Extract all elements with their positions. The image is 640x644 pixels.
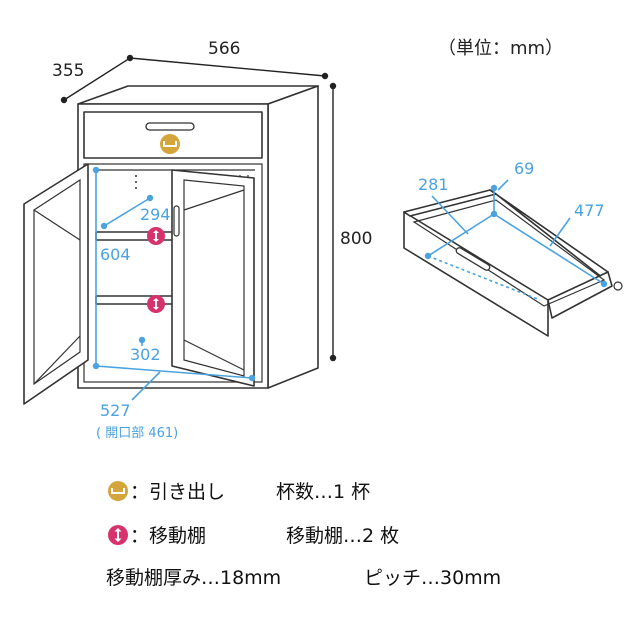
shelf-marker-icon-1 [147,227,165,245]
depth-dimension: 355 [52,61,84,81]
height-dimension: 800 [340,229,372,249]
drawer-dimension-lines [424,179,608,288]
unit-label: （単位：mm） [438,38,563,59]
legend: ：引き出し 杯数…1 杯 ：移動棚 移動棚…2 枚 移動棚厚み…18mm ピッチ… [106,481,501,589]
drawer-count-text: 杯数…1 杯 [276,481,370,503]
inner-height-dimension: 604 [100,245,131,264]
top-dimension-lines [60,54,337,362]
drawer-marker-icon [160,134,180,154]
inner-shelf-width-dimension: 302 [130,345,161,364]
shelf-count-text: 移動棚…2 枚 [286,525,399,547]
shelf-legend-label: ：移動棚 [130,525,206,547]
right-door [171,169,255,387]
left-door [23,163,89,405]
opening-note: ( 開口部 461) [96,426,178,441]
drawer-legend-icon [108,481,128,501]
drawer-handle [145,122,195,131]
shelf-legend-icon [108,525,128,545]
inner-depth-dimension: 294 [140,205,171,224]
interior-dimension-lines [92,166,256,401]
drawer-detail [403,189,623,337]
drawer-height-dimension: 69 [514,159,534,178]
drawer-legend-label: ：引き出し [130,481,225,503]
shelf-marker-icon-2 [147,295,165,313]
width-dimension: 566 [208,39,240,59]
shelf-thickness-text: 移動棚厚み…18mm [106,567,281,589]
opening-width-dimension: 527 [100,401,131,420]
door-knob [173,205,180,237]
drawer-depth-dimension: 281 [418,175,449,194]
drawer-width-dimension: 477 [574,201,605,220]
pitch-text: ピッチ…30mm [364,567,501,589]
